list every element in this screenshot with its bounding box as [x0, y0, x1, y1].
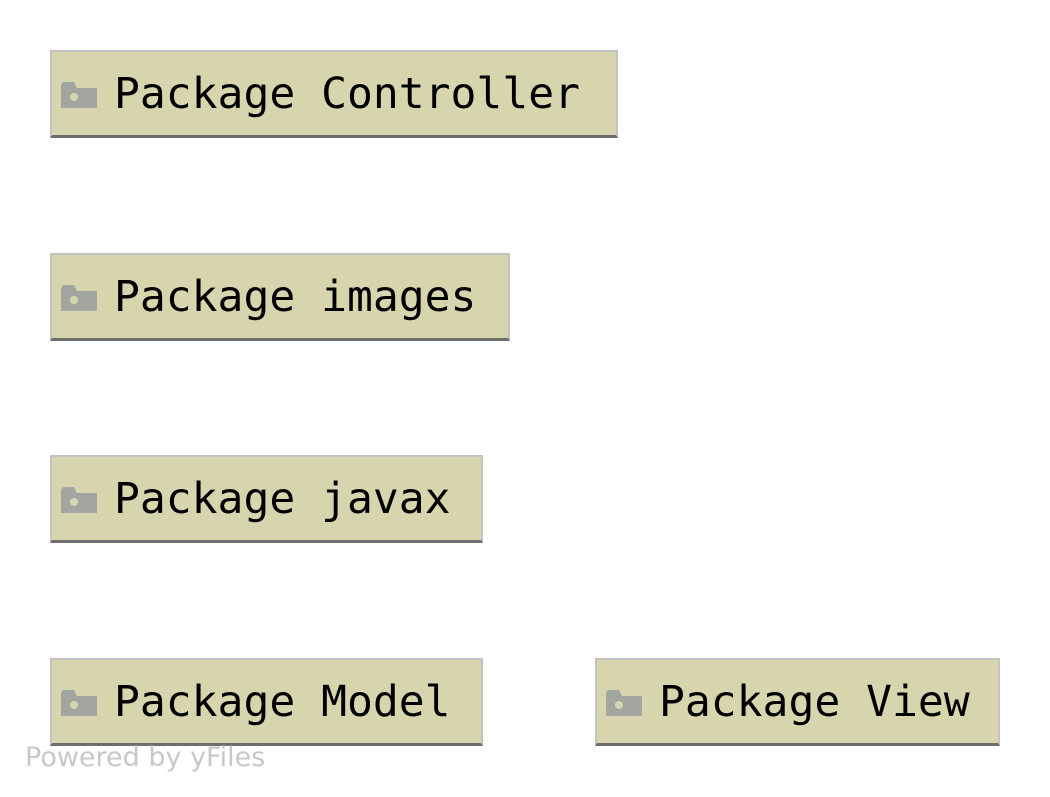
package-node-controller[interactable]: Package Controller: [50, 50, 618, 138]
package-node-images[interactable]: Package images: [50, 253, 510, 341]
watermark: Powered by yFiles: [25, 742, 266, 773]
package-label: Package View: [659, 677, 970, 727]
folder-icon: [606, 690, 642, 716]
package-label: Package Model: [114, 677, 451, 727]
folder-icon: [61, 285, 97, 311]
package-node-javax[interactable]: Package javax: [50, 455, 483, 543]
package-node-view[interactable]: Package View: [595, 658, 1000, 746]
folder-icon: [61, 690, 97, 716]
folder-icon: [61, 487, 97, 513]
package-node-model[interactable]: Package Model: [50, 658, 483, 746]
package-label: Package javax: [114, 474, 451, 524]
package-label: Package Controller: [114, 69, 580, 119]
package-label: Package images: [114, 272, 477, 322]
folder-icon: [61, 82, 97, 108]
